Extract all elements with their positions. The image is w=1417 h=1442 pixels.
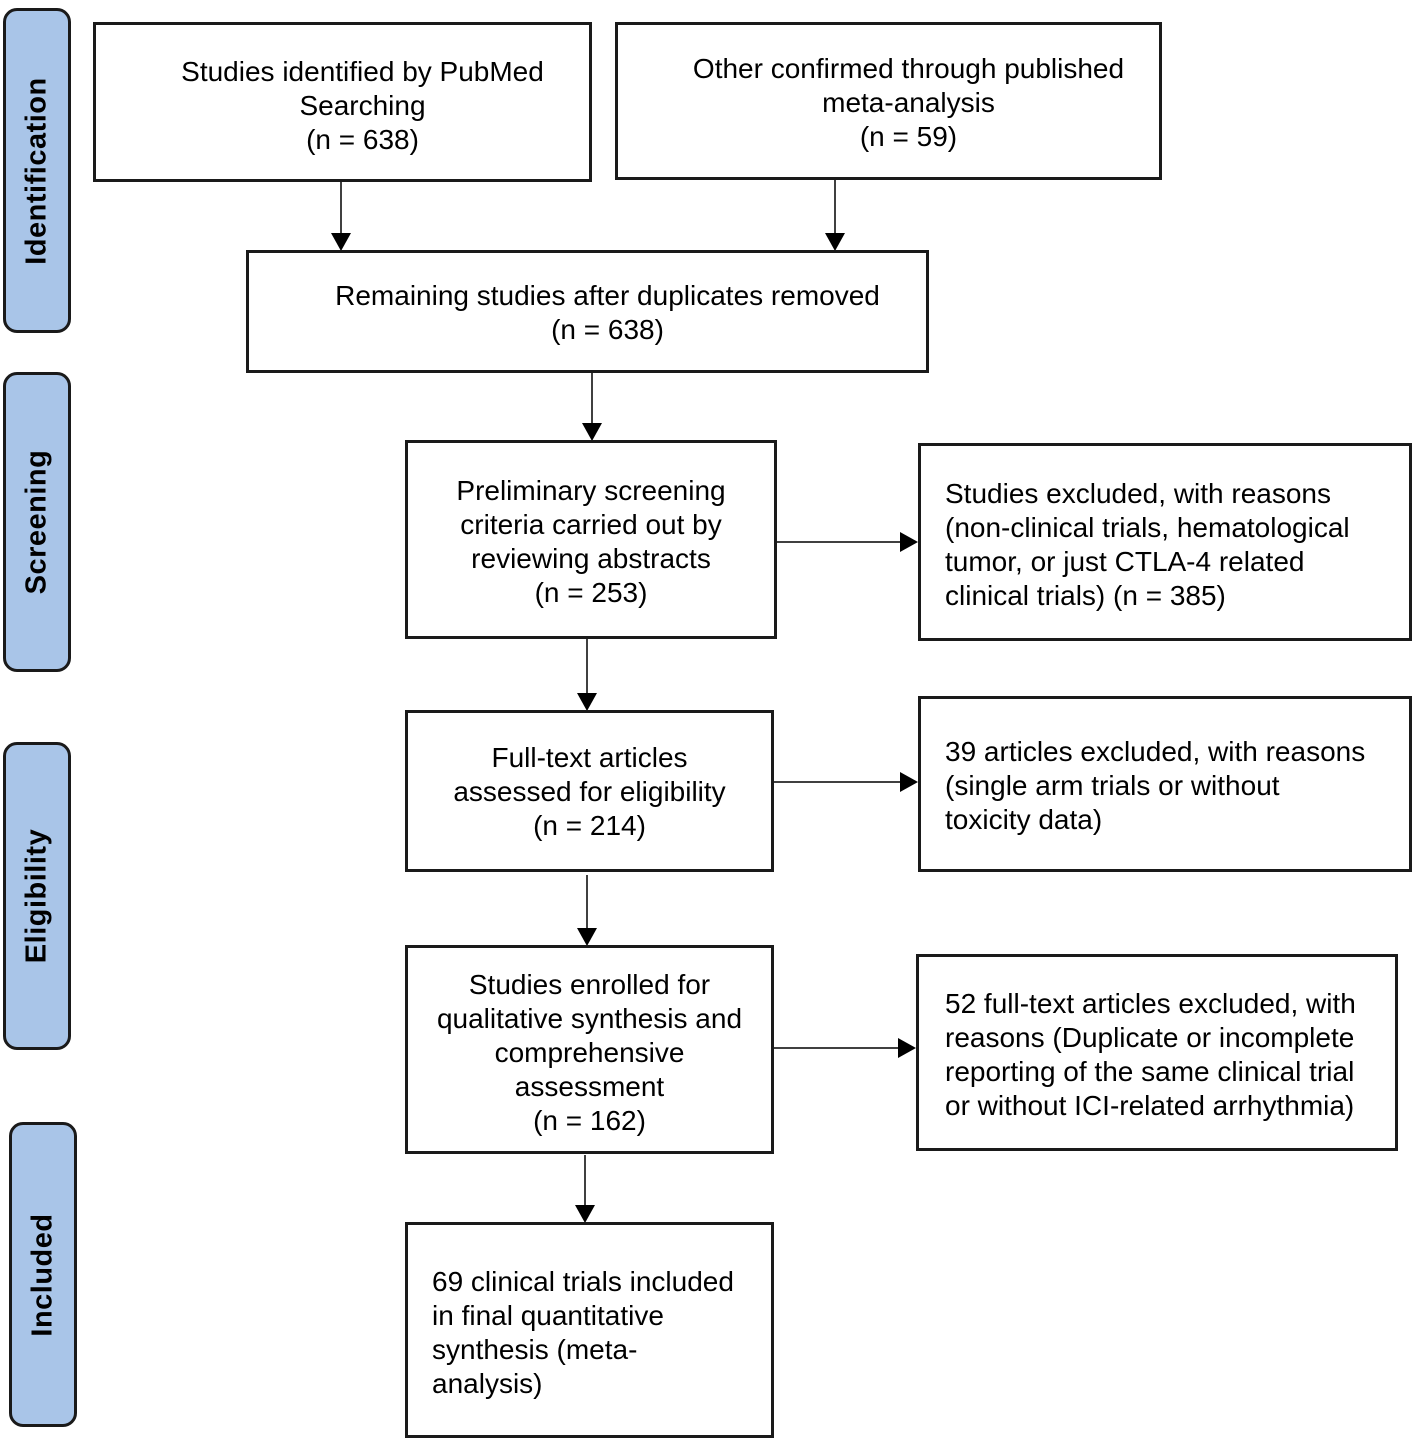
box-line: tumor, or just CTLA-4 related — [945, 546, 1305, 577]
box-line: (n = 59) — [859, 121, 958, 152]
box-line: or without ICI-related arrhythmia) — [945, 1090, 1355, 1121]
box-line: (n = 253) — [534, 577, 648, 608]
box-final-included: 69 clinical trials included in final qua… — [405, 1222, 774, 1438]
box-line: toxicity data) — [945, 804, 1103, 835]
stage-included: Included — [9, 1122, 77, 1427]
arrowhead-6 — [900, 772, 918, 792]
arrowhead-1 — [331, 233, 351, 251]
box-full-text: Full-text articles assessed for eligibil… — [405, 710, 774, 872]
box-enrolled: Studies enrolled for qualitative synthes… — [405, 945, 774, 1154]
box-line: assessed for eligibility — [453, 776, 726, 807]
arrowhead-2 — [825, 233, 845, 251]
box-line: (n = 162) — [533, 1105, 646, 1136]
arrowhead-7 — [577, 928, 597, 946]
box-line: clinical trials) (n = 385) — [945, 580, 1226, 611]
arrowhead-3 — [582, 423, 602, 441]
arrowhead-5 — [577, 693, 597, 711]
box-line: Studies identified by PubMed — [181, 56, 544, 87]
arrowhead-9 — [575, 1205, 595, 1223]
box-excluded-fulltext: 52 full-text articles excluded, with rea… — [916, 954, 1398, 1151]
arrowhead-4 — [900, 532, 918, 552]
box-line: Full-text articles — [491, 742, 688, 773]
box-preliminary-screening: Preliminary screening criteria carried o… — [405, 440, 777, 639]
box-line: Studies enrolled for — [468, 969, 711, 1000]
box-line: 69 clinical trials included — [432, 1266, 734, 1297]
stage-screening: Screening — [3, 372, 71, 672]
box-line: synthesis (meta- — [432, 1334, 638, 1365]
box-line: (single arm trials or without — [945, 770, 1280, 801]
box-line: reporting of the same clinical trial — [945, 1056, 1355, 1087]
box-line: reasons (Duplicate or incomplete — [945, 1022, 1355, 1053]
box-line: Studies excluded, with reasons — [945, 478, 1331, 509]
box-line: in final quantitative — [432, 1300, 664, 1331]
box-line: qualitative synthesis and — [436, 1003, 743, 1034]
box-excluded-eligibility: 39 articles excluded, with reasons (sing… — [918, 696, 1412, 872]
box-line: (n = 214) — [533, 810, 646, 841]
box-line: (n = 638) — [306, 124, 419, 155]
box-line: comprehensive — [494, 1037, 685, 1068]
box-line: analysis) — [432, 1368, 543, 1399]
stage-eligibility: Eligibility — [3, 742, 71, 1050]
box-line: meta-analysis — [822, 87, 995, 118]
box-line: assessment — [514, 1071, 665, 1102]
box-line: criteria carried out by — [460, 509, 722, 540]
box-line: Other confirmed through published — [692, 53, 1125, 84]
box-line: Remaining studies after duplicates remov… — [335, 280, 880, 311]
box-excluded-screening: Studies excluded, with reasons (non-clin… — [918, 443, 1412, 641]
box-line: (non-clinical trials, hematological — [945, 512, 1350, 543]
box-pubmed-identified: Studies identified by PubMed Searching (… — [93, 22, 592, 182]
arrowhead-8 — [898, 1038, 916, 1058]
box-line: (n = 638) — [551, 314, 664, 345]
box-line: Searching — [299, 90, 426, 121]
stage-identification: Identification — [3, 8, 71, 333]
box-line: Preliminary screening — [456, 475, 726, 506]
box-line: 52 full-text articles excluded, with — [945, 988, 1356, 1019]
box-duplicates-removed: Remaining studies after duplicates remov… — [246, 250, 929, 373]
box-line: 39 articles excluded, with reasons — [945, 736, 1366, 767]
box-meta-analysis: Other confirmed through published meta-a… — [615, 22, 1162, 180]
box-line: reviewing abstracts — [471, 543, 711, 574]
